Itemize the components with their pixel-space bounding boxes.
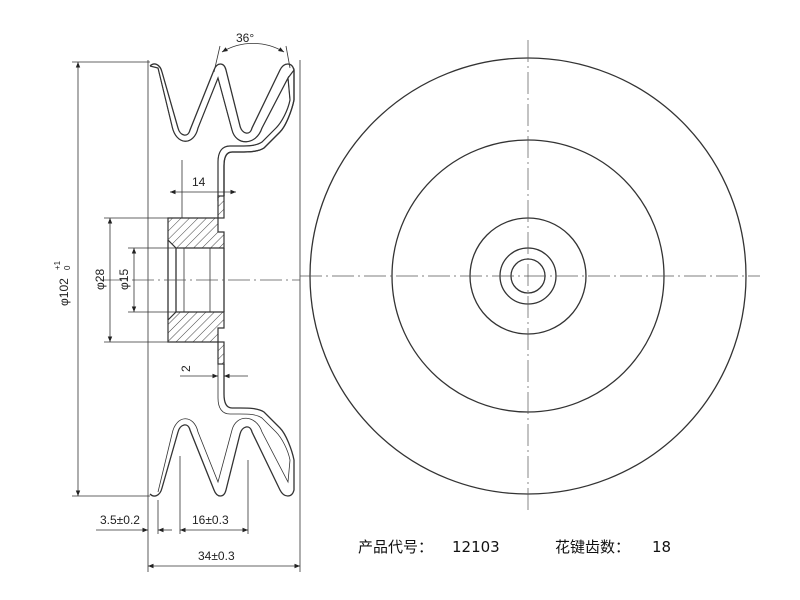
top-groove-outline — [149, 63, 295, 196]
product-code-label: 产品代号： — [358, 538, 433, 556]
caption: 产品代号： 12103 花键齿数： 18 — [358, 538, 671, 556]
hub-section-bottom — [167, 311, 225, 343]
hub-section-top — [167, 217, 225, 249]
dim-web-thickness: 2 — [179, 365, 193, 372]
dim-bore-inner: φ15 — [117, 269, 131, 290]
product-code-value: 12103 — [452, 538, 500, 556]
dim-outer-tol-lower: 0 — [63, 265, 72, 270]
dim-outer-diameter: φ102 — [57, 278, 71, 306]
dim-bore-outer: φ28 — [93, 269, 107, 290]
dim-outer-tol-upper: +1 — [53, 260, 62, 270]
spline-teeth-label: 花键齿数： — [555, 538, 630, 556]
dim-total-width: 34±0.3 — [198, 549, 235, 563]
section-view: φ102 +1 0 φ28 φ15 14 2 36° — [53, 31, 301, 572]
dim-groove-angle: 36° — [236, 31, 254, 45]
front-view — [300, 40, 760, 510]
dim-hub-length: 14 — [192, 175, 206, 189]
bottom-groove-outline — [149, 364, 295, 497]
dim-groove-pitch: 16±0.3 — [192, 513, 229, 527]
spline-teeth-value: 18 — [652, 538, 671, 556]
dim-offset: 3.5±0.2 — [100, 513, 140, 527]
